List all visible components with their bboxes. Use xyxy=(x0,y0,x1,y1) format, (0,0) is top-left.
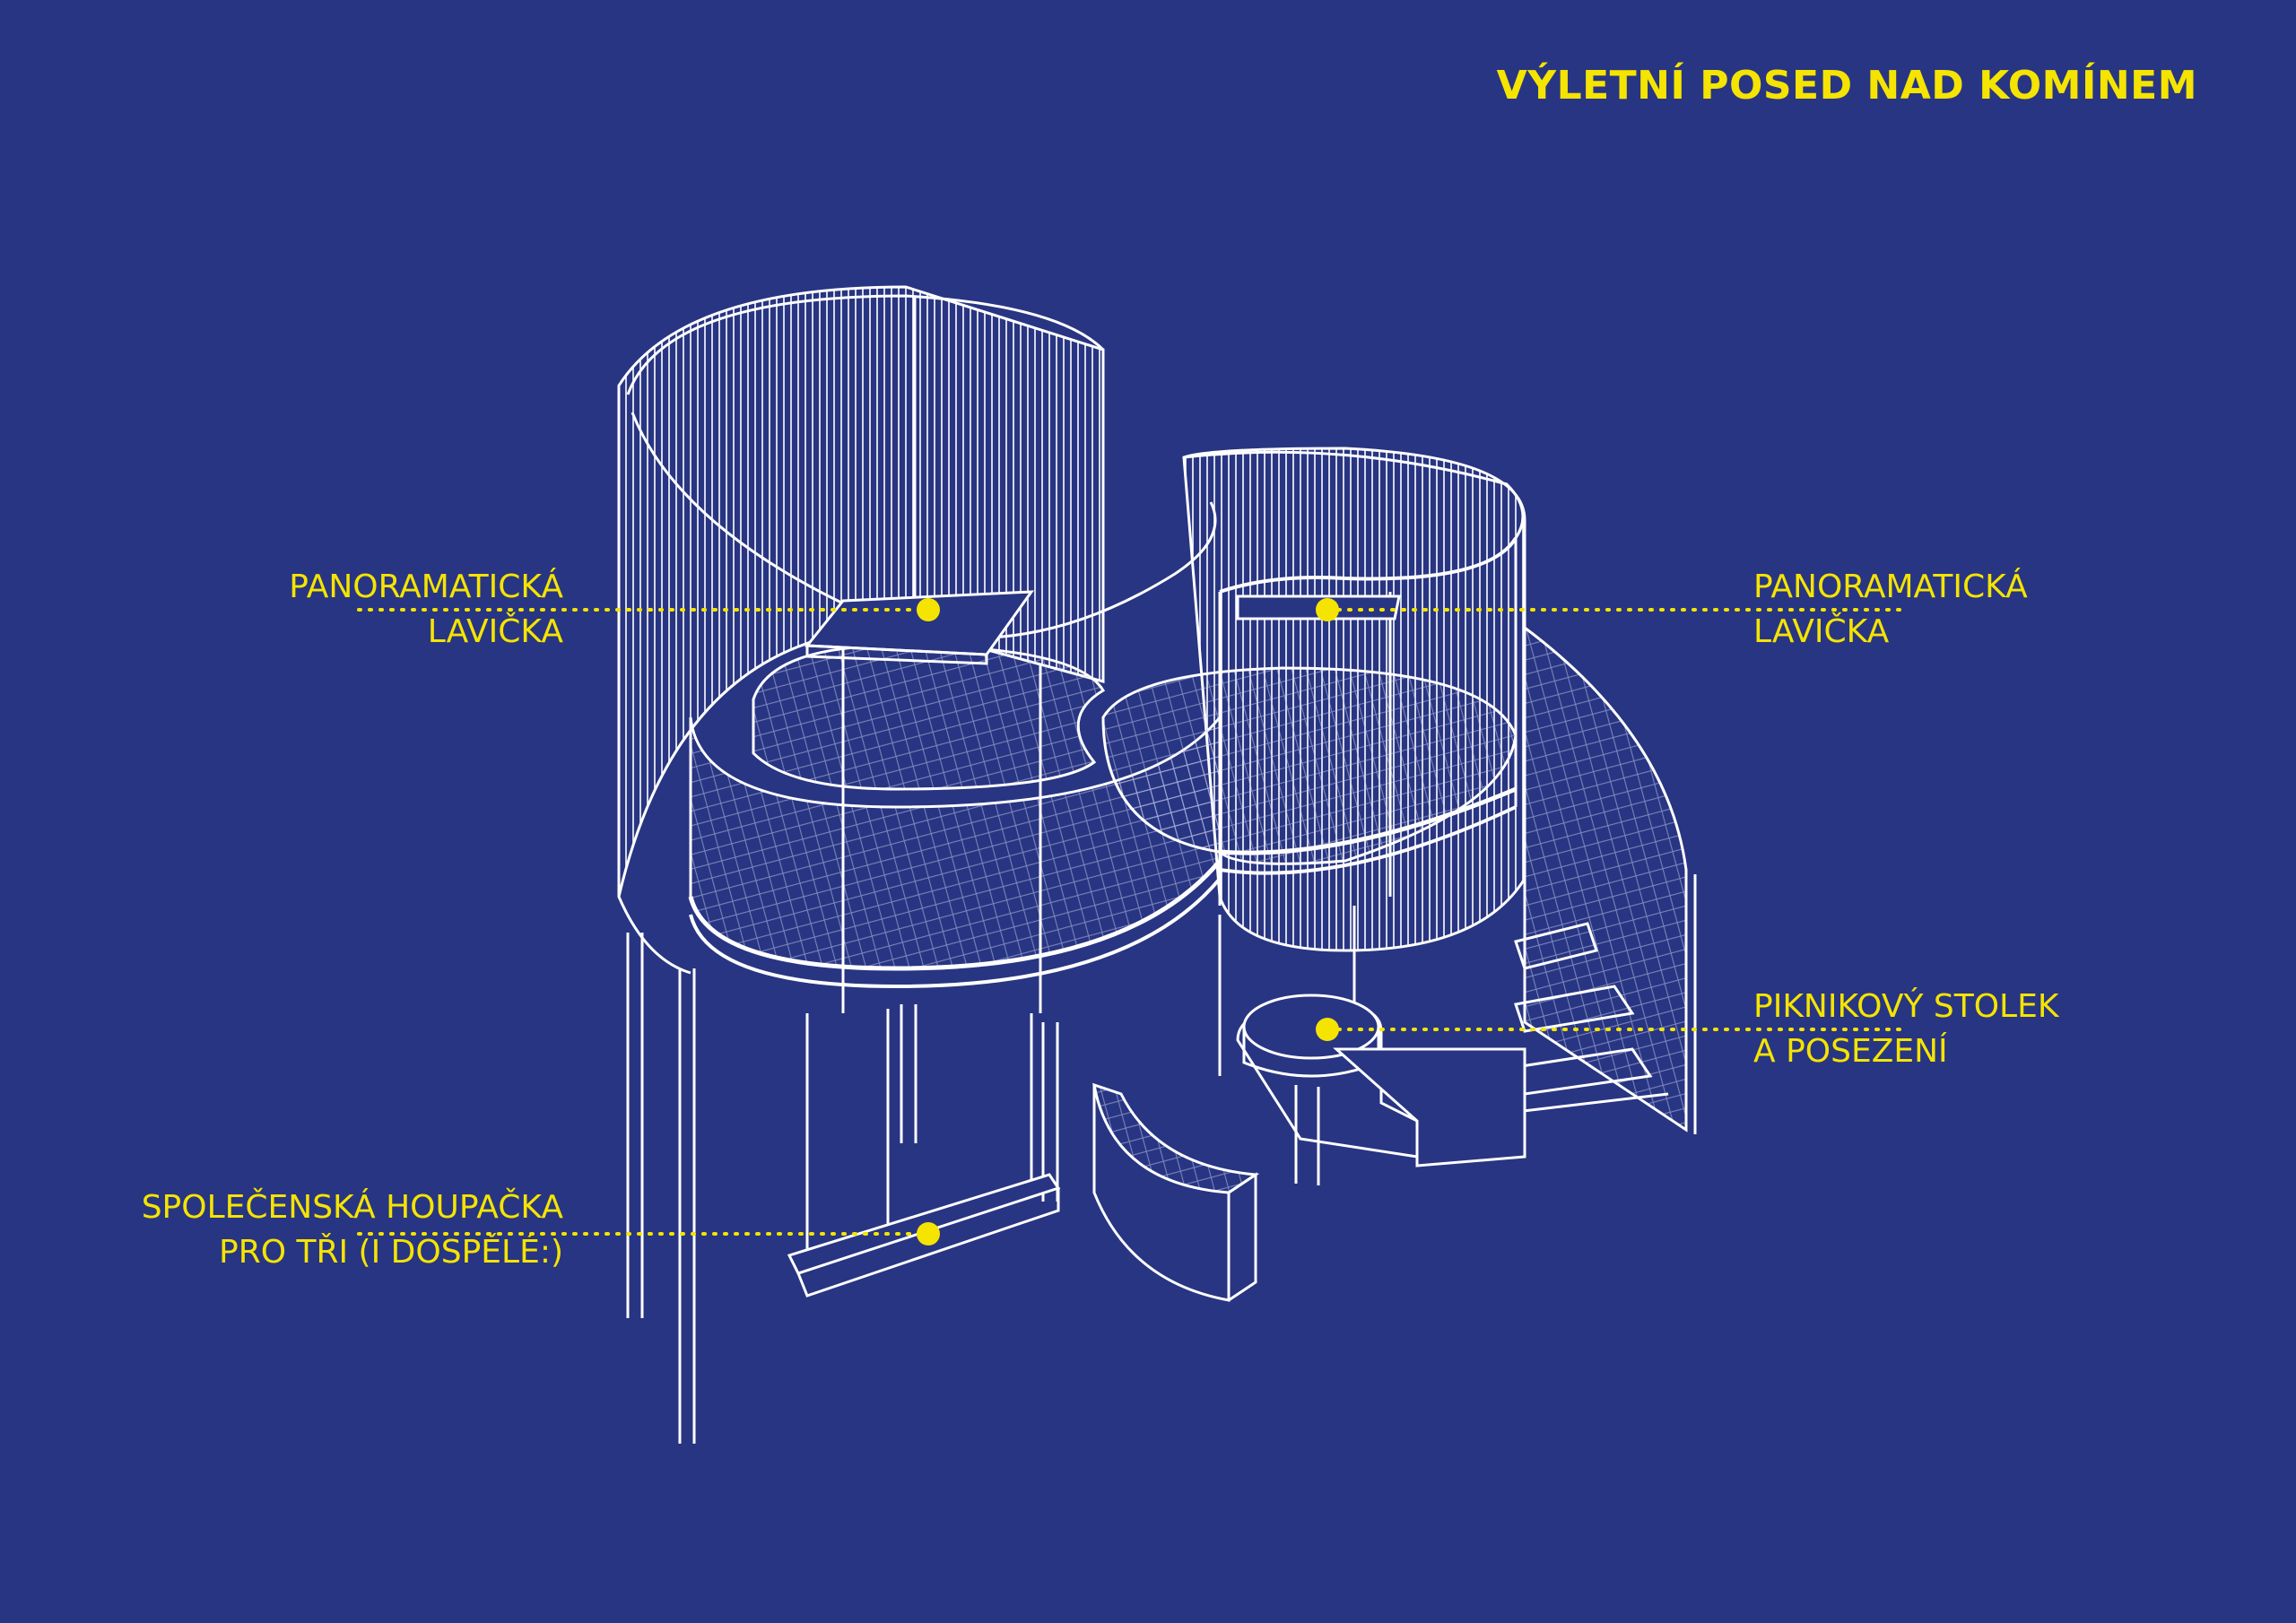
callout-line: A POSEZENÍ xyxy=(1753,1033,1948,1070)
callout-dots xyxy=(917,598,1339,1245)
callout-line: LAVIČKA xyxy=(427,613,563,650)
callout-leaders xyxy=(357,608,1903,1236)
callout-bench-left: PANORAMATICKÁ LAVIČKA xyxy=(289,565,563,655)
callout-line: SPOLEČENSKÁ HOUPAČKA xyxy=(141,1189,563,1226)
callout-line: PANORAMATICKÁ xyxy=(289,568,563,605)
dot-picnic xyxy=(1316,1018,1339,1041)
callout-line: PANORAMATICKÁ xyxy=(1753,568,2028,605)
callout-swing: SPOLEČENSKÁ HOUPAČKA PRO TŘI (I DOSPĚLÉ:… xyxy=(142,1185,563,1275)
callout-line: LAVIČKA xyxy=(1753,613,1890,650)
callout-line: PRO TŘI (I DOSPĚLÉ:) xyxy=(218,1234,563,1271)
dot-bench-right xyxy=(1316,598,1339,621)
right-drum xyxy=(1101,447,1697,1134)
callout-bench-right: PANORAMATICKÁ LAVIČKA xyxy=(1753,565,2028,655)
callout-picnic: PIKNIKOVÝ STOLEK A POSEZENÍ xyxy=(1753,985,2058,1074)
callout-line: PIKNIKOVÝ STOLEK xyxy=(1753,988,2059,1025)
left-drum xyxy=(617,285,1222,1444)
dot-bench-left xyxy=(917,598,940,621)
page-title: VÝLETNÍ POSED NAD KOMÍNEM xyxy=(1496,63,2197,108)
dot-swing xyxy=(917,1222,940,1245)
